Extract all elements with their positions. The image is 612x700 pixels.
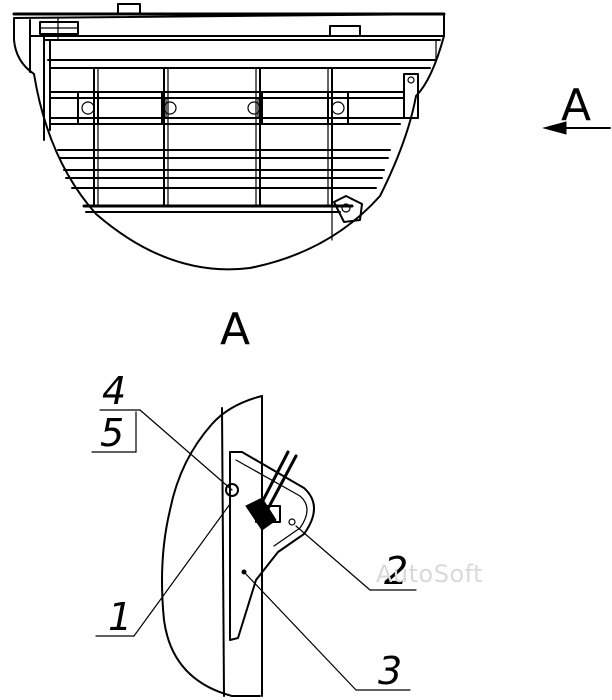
callout-1: 1 [108, 595, 133, 639]
view-marker-letter: A [561, 80, 592, 131]
detail-view-a [161, 395, 315, 697]
watermark: AutoSoft [376, 560, 484, 588]
view-direction-arrow [542, 121, 611, 135]
callout-2: 2 [384, 549, 409, 593]
callout-4: 4 [102, 369, 127, 413]
callout-5: 5 [100, 411, 125, 455]
detail-view-title: A [220, 304, 251, 355]
leader-lines [91, 409, 417, 691]
assembly-top-view [12, 3, 446, 271]
callout-3: 3 [378, 649, 403, 693]
